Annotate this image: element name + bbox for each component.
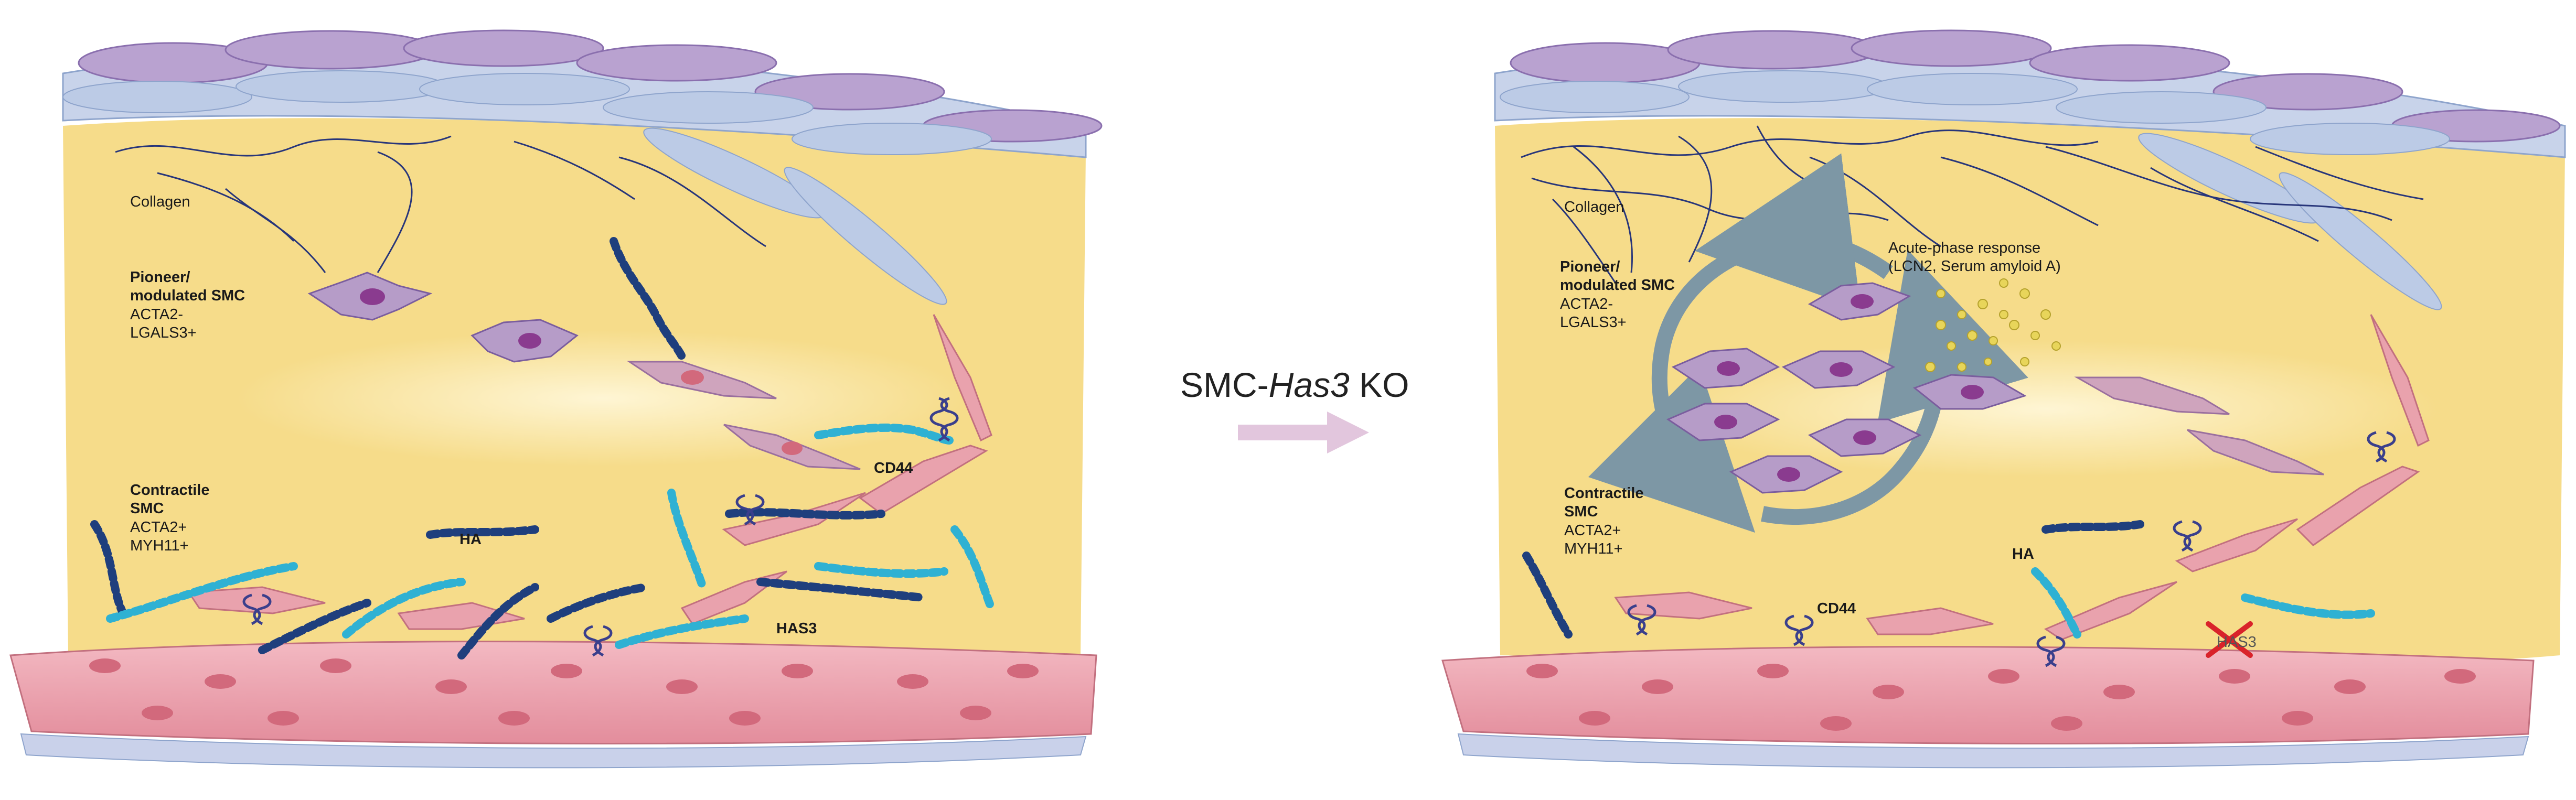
has3-knockout-cross: [2206, 621, 2253, 658]
title-suffix: KO: [1349, 365, 1409, 404]
cd44-label: CD44: [874, 460, 913, 477]
cd44-label: CD44: [1817, 600, 1856, 617]
collagen-label: Collagen: [130, 193, 190, 210]
pioneer-marker2: LGALS3+: [1560, 314, 1627, 331]
acute-phase-label: Acute-phase response (LCN2, Serum amyloi…: [1888, 239, 2061, 276]
contractile-line2: SMC: [130, 500, 164, 517]
collagen-label: Collagen: [1564, 199, 1624, 215]
contractile-smc-label: Contractile SMC ACTA2+ MYH11+: [1564, 484, 1643, 559]
contractile-marker1: ACTA2+: [1564, 522, 1621, 539]
contractile-line2: SMC: [1564, 503, 1598, 521]
title-gene: Has3: [1268, 365, 1350, 404]
matrix-highlight: [236, 330, 970, 467]
contractile-marker1: ACTA2+: [130, 518, 187, 536]
contractile-smc-label: Contractile SMC ACTA2+ MYH11+: [130, 481, 209, 556]
has3-label-knocked-out: HAS3: [2217, 634, 2257, 651]
cd44-receptors: [1627, 431, 2396, 667]
contractile-marker2: MYH11+: [1564, 540, 1623, 558]
acute-phase-particles: [1925, 278, 2061, 372]
pioneer-line1: Pioneer/: [130, 269, 190, 286]
modulated-smc-group: [307, 272, 992, 515]
title-prefix: SMC-: [1180, 365, 1269, 404]
ha-label: HA: [459, 531, 482, 548]
adventitia-cells: [62, 29, 1103, 305]
has3-label: HAS3: [776, 620, 817, 637]
contractile-smc-layer: [1441, 518, 2535, 769]
left-panel-wildtype: [9, 29, 1103, 769]
contractile-line1: Contractile: [130, 482, 210, 499]
collagen-fibres: [115, 135, 766, 273]
pioneer-marker1: ACTA2-: [130, 306, 183, 323]
right-panel-knockout: [1441, 29, 2566, 769]
modulated-smc-cluster: [1666, 282, 2430, 546]
pioneer-line2: modulated SMC: [1560, 277, 1675, 294]
pioneer-smc-label: Pioneer/ modulated SMC ACTA2- LGALS3+: [1560, 258, 1675, 332]
acute-line2: (LCN2, Serum amyloid A): [1888, 258, 2061, 275]
contractile-smc-layer: [9, 492, 1097, 769]
contractile-marker2: MYH11+: [130, 537, 189, 555]
transition-title: SMC-Has3 KO: [1180, 364, 1409, 406]
pioneer-smc-label: Pioneer/ modulated SMC ACTA2- LGALS3+: [130, 268, 245, 343]
transition-arrow: [1238, 412, 1369, 453]
contractile-line1: Contractile: [1564, 485, 1644, 502]
acute-line1: Acute-phase response: [1888, 240, 2041, 256]
hyaluronan-chains: [1522, 520, 2375, 639]
pioneer-line2: modulated SMC: [130, 287, 245, 305]
proliferation-cycle: [1588, 153, 2028, 533]
cd44-receptors: [242, 397, 959, 657]
ha-label: HA: [2012, 546, 2034, 563]
pioneer-marker1: ACTA2-: [1560, 295, 1613, 312]
pioneer-line1: Pioneer/: [1560, 258, 1620, 275]
pioneer-marker2: LGALS3+: [130, 325, 197, 342]
